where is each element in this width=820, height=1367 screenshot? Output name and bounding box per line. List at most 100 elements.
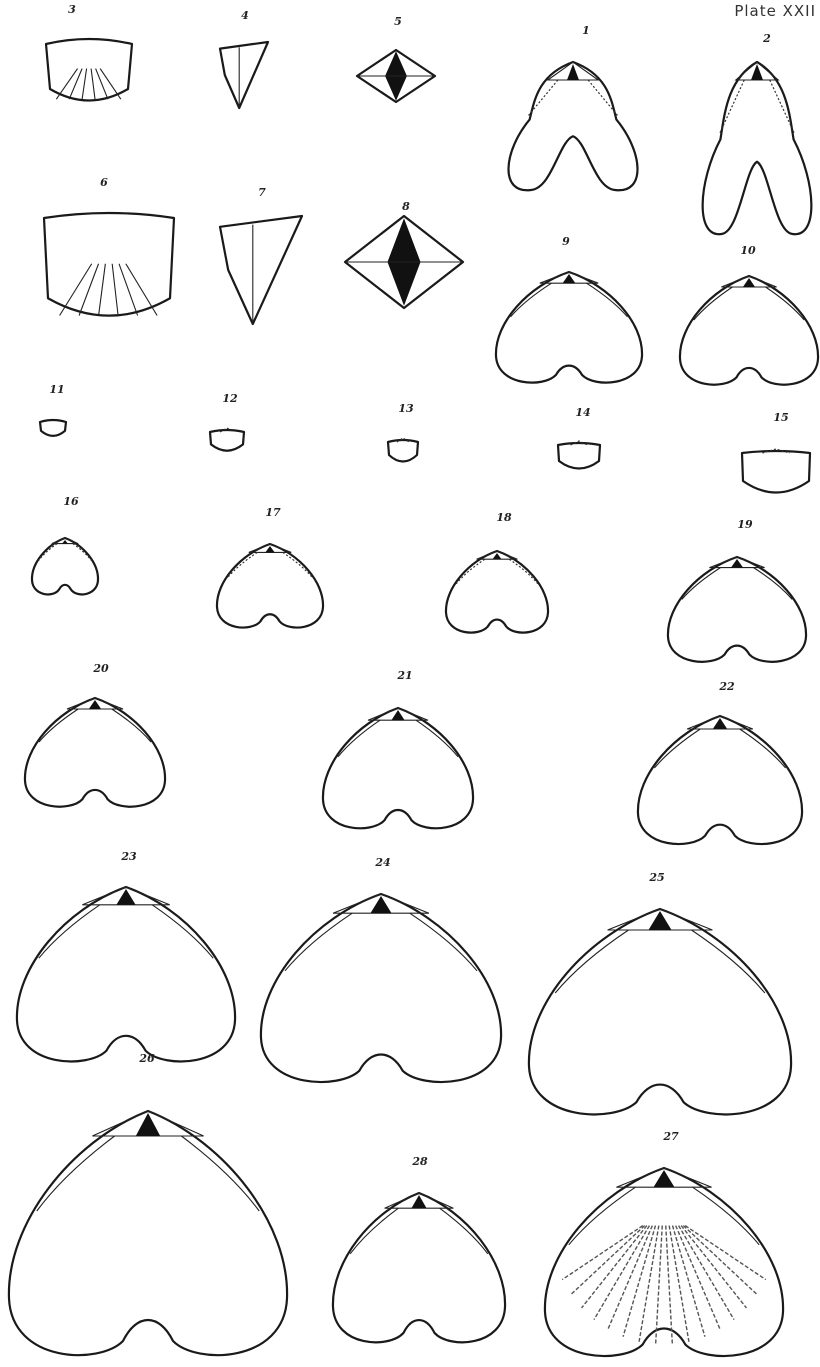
figure-15: 15 bbox=[742, 411, 810, 493]
shell-outline bbox=[680, 276, 818, 385]
valve-outline bbox=[44, 213, 174, 316]
figure-17: 17 bbox=[217, 506, 323, 628]
figure-number: 3 bbox=[68, 3, 76, 16]
shell-outline bbox=[529, 909, 791, 1114]
valve-outline bbox=[46, 39, 132, 101]
figure-1: 1 bbox=[509, 24, 638, 190]
rib-line bbox=[582, 1226, 647, 1308]
rib-line bbox=[112, 264, 118, 316]
muscle-scar-left bbox=[511, 283, 552, 317]
beak-mark bbox=[713, 718, 727, 729]
figure-number: 26 bbox=[138, 1052, 155, 1065]
muscle-scar-right bbox=[152, 905, 213, 958]
figure-23: 23 bbox=[17, 850, 235, 1061]
beak-mark bbox=[136, 1113, 160, 1136]
figure-22: 22 bbox=[638, 680, 802, 844]
plate-title: Plate XXII bbox=[734, 2, 816, 20]
figure-8: 8 bbox=[345, 200, 463, 308]
muscle-scar-left bbox=[228, 552, 258, 577]
shell-outline bbox=[25, 698, 165, 807]
figure-7: 7 bbox=[220, 186, 302, 324]
muscle-scar-right bbox=[693, 1187, 760, 1245]
figure-number: 15 bbox=[773, 411, 788, 424]
figure-number: 13 bbox=[398, 402, 414, 415]
shell-outline bbox=[496, 272, 642, 383]
figure-28: 28 bbox=[333, 1155, 505, 1342]
juvenile-outline bbox=[388, 440, 418, 462]
rib-line bbox=[96, 69, 108, 100]
muscle-scar-left bbox=[338, 720, 380, 757]
figure-number: 16 bbox=[63, 495, 79, 508]
beak-mark bbox=[731, 559, 743, 568]
figure-number: 2 bbox=[762, 32, 771, 45]
beak-mark bbox=[751, 64, 763, 80]
figure-4: 4 bbox=[220, 9, 268, 108]
figure-16: 16 bbox=[32, 495, 98, 594]
rib-line bbox=[656, 1226, 663, 1345]
figure-13: 13 bbox=[388, 402, 418, 462]
shell-outline bbox=[9, 1111, 287, 1355]
figure-27: 27 bbox=[545, 1130, 783, 1356]
rib-line bbox=[669, 1226, 689, 1342]
figure-number: 5 bbox=[394, 15, 402, 28]
shell-outline bbox=[261, 894, 501, 1082]
muscle-scar-right bbox=[509, 559, 538, 584]
juvenile-outline bbox=[210, 430, 244, 451]
figure-number: 22 bbox=[718, 680, 735, 693]
shell-outline bbox=[703, 62, 812, 234]
rib-line bbox=[56, 69, 77, 100]
shell-outline bbox=[217, 544, 323, 628]
figure-10: 10 bbox=[680, 244, 818, 385]
figure-9: 9 bbox=[496, 235, 642, 383]
rib-line bbox=[99, 264, 106, 316]
muscle-scar-right bbox=[410, 913, 477, 971]
figure-25: 25 bbox=[529, 871, 791, 1114]
figure-number: 27 bbox=[662, 1130, 679, 1143]
juvenile-outline bbox=[742, 451, 810, 493]
muscle-scar-left bbox=[39, 544, 57, 561]
muscle-scar-left bbox=[285, 913, 352, 971]
figure-24: 24 bbox=[261, 856, 501, 1082]
beak-mark bbox=[265, 546, 274, 552]
shell-outline bbox=[333, 1193, 505, 1342]
rib-line bbox=[69, 69, 82, 100]
figure-number: 8 bbox=[402, 200, 410, 213]
figure-18: 18 bbox=[446, 511, 548, 633]
figure-number: 6 bbox=[100, 176, 108, 189]
shell-outline bbox=[545, 1168, 783, 1356]
rib-line bbox=[639, 1226, 659, 1342]
figure-26: 26 bbox=[9, 1052, 287, 1355]
rib-line bbox=[91, 69, 95, 100]
side-outline bbox=[220, 216, 302, 324]
muscle-scar-right bbox=[181, 1136, 259, 1211]
muscle-scar-left bbox=[37, 1136, 115, 1211]
beak-mark bbox=[567, 64, 579, 80]
figure-number: 1 bbox=[582, 24, 590, 37]
beak-mark bbox=[648, 911, 671, 930]
muscle-scar-left bbox=[39, 905, 100, 958]
figure-number: 14 bbox=[575, 406, 590, 419]
figure-21: 21 bbox=[323, 669, 473, 828]
shell-outline bbox=[509, 62, 638, 190]
figure-3: 3 bbox=[46, 3, 132, 101]
figure-6: 6 bbox=[44, 176, 174, 316]
rib-line bbox=[100, 69, 121, 100]
beak-mark bbox=[493, 553, 502, 559]
rib-line bbox=[571, 1226, 645, 1295]
beak-mark bbox=[370, 896, 391, 913]
juvenile-outline bbox=[558, 443, 600, 469]
figure-14: 14 bbox=[558, 406, 600, 469]
muscle-scar-left bbox=[39, 709, 78, 742]
muscle-scar-right bbox=[73, 544, 91, 561]
rib-line bbox=[126, 264, 157, 316]
shell-outline bbox=[446, 551, 548, 633]
figure-5: 5 bbox=[357, 15, 435, 102]
shell-outline bbox=[32, 538, 98, 594]
beak-mark bbox=[89, 700, 101, 709]
figure-number: 25 bbox=[648, 871, 664, 884]
side-outline bbox=[220, 42, 268, 108]
muscle-scar-right bbox=[416, 720, 458, 757]
muscle-scar-right bbox=[440, 1208, 488, 1254]
figure-number: 24 bbox=[374, 856, 390, 869]
